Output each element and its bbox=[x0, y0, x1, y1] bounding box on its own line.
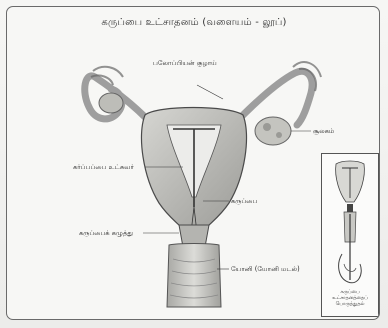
label-fallopian-tube: பலோப்பியன் குழாய் bbox=[153, 59, 217, 68]
diagram-frame: கருப்பை உட்சாதனம் (வளையம் - லூப்) bbox=[6, 6, 380, 320]
inset-caption: கருப்பை உட்சாதனத்தைப் பொருத்துதல் bbox=[322, 290, 378, 308]
label-vagina: யோனி (யோனி மடல்) bbox=[231, 265, 300, 274]
insertion-inset: கருப்பை உட்சாதனத்தைப் பொருத்துதல் bbox=[321, 153, 379, 317]
left-ovary bbox=[99, 93, 123, 113]
right-ovary bbox=[255, 117, 291, 145]
label-ovary: சூலகம் bbox=[313, 127, 334, 136]
label-cervix: கருப்பைக் கழுத்து bbox=[79, 229, 133, 238]
label-uterine-wall: கர்ப்பப்பை உட்சுவர் bbox=[73, 163, 134, 172]
label-uterus: கருப்பை bbox=[231, 197, 257, 206]
